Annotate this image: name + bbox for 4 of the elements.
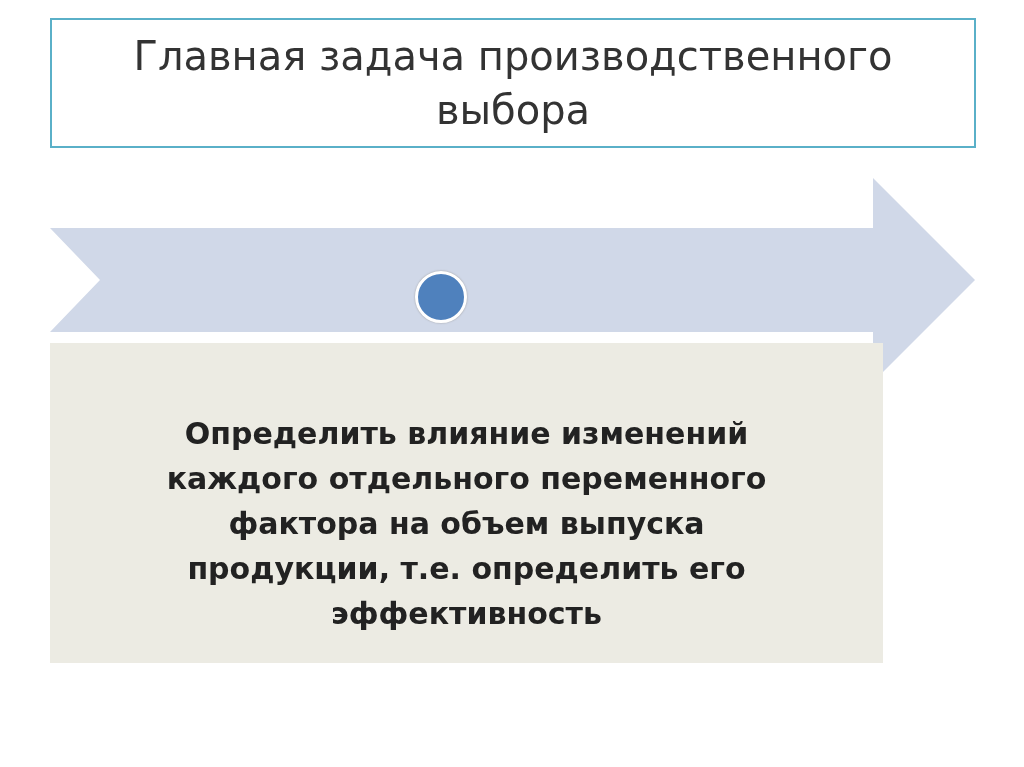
heading-box [50,18,976,148]
text-box [50,343,883,663]
heading-text: Главная задача производственного выбора [132,32,894,135]
body-text: Определить влияние изменений каждого отдельного переменного фактора на объем выпуска продукции, т.е. определить его эффективность [165,414,768,633]
